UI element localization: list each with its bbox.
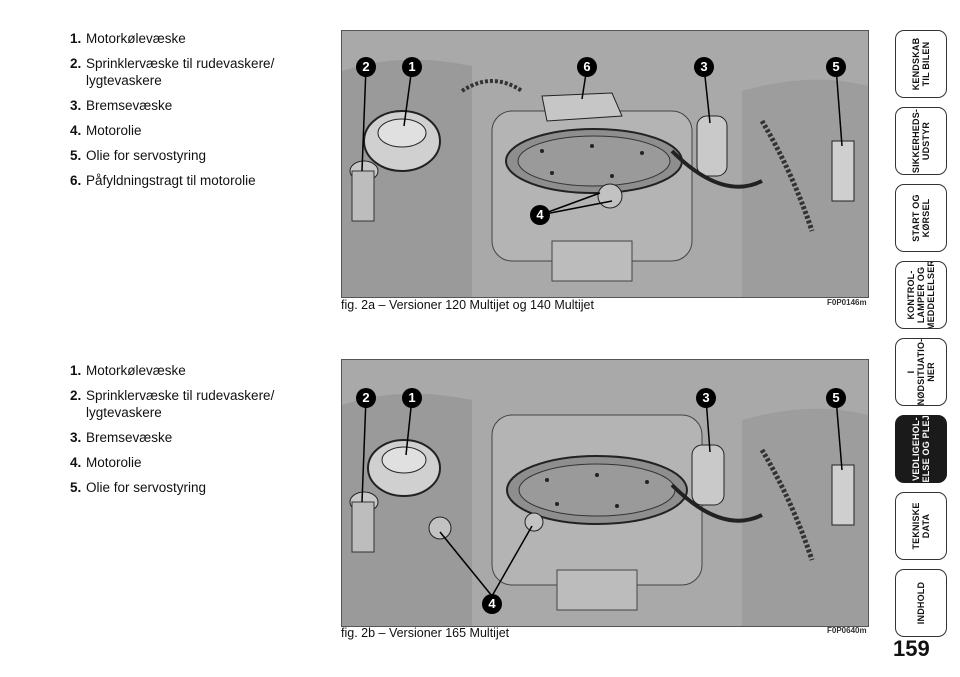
legend-item: 2.Sprinklervæske til rudevaskere/ lygtev… bbox=[70, 56, 275, 88]
callout-marker: 4 bbox=[482, 594, 502, 614]
legend-fig-2a: 1.Motorkølevæske 2.Sprinklervæske til ru… bbox=[70, 30, 310, 197]
legend-item: 1.Motorkølevæske bbox=[70, 31, 186, 46]
callout-marker: 3 bbox=[694, 57, 714, 77]
legend-item: 2.Sprinklervæske til rudevaskere/ lygtev… bbox=[70, 388, 275, 420]
legend-fig-2b: 1.Motorkølevæske 2.Sprinklervæske til ru… bbox=[70, 362, 310, 504]
figure-code-2a: F0P0146m bbox=[827, 298, 867, 307]
legend-item: 4.Motorolie bbox=[70, 455, 142, 470]
tab-sikkerhedsudstyr[interactable]: SIKKERHEDS- UDSTYR bbox=[895, 107, 947, 175]
tab-nodsituationer[interactable]: I NØDSITUATIO- NER bbox=[895, 338, 947, 406]
tab-tekniske-data[interactable]: TEKNISKE DATA bbox=[895, 492, 947, 560]
page-number: 159 bbox=[893, 636, 930, 661]
legend-item: 3.Bremsevæske bbox=[70, 430, 173, 445]
tab-kontrollamper[interactable]: KONTROL- LAMPER OG MEDDELELSER bbox=[895, 261, 947, 329]
engine-bay-figure-2b: 2 1 3 5 4 bbox=[341, 359, 869, 627]
engine-bay-figure-2a: 2 1 6 3 5 4 bbox=[341, 30, 869, 298]
callout-marker: 5 bbox=[826, 57, 846, 77]
legend-item: 5.Olie for servostyring bbox=[70, 148, 207, 163]
callout-marker: 3 bbox=[696, 388, 716, 408]
figure-caption-2a: fig. 2a – Versioner 120 Multijet og 140 … bbox=[341, 298, 594, 312]
legend-item: 6.Påfyldningstragt til motorolie bbox=[70, 173, 256, 188]
callout-marker: 2 bbox=[356, 57, 376, 77]
callout-marker: 1 bbox=[402, 388, 422, 408]
tab-vedligeholdelse[interactable]: VEDLIGEHOL- DELSE OG PLEJE bbox=[895, 415, 947, 483]
engine-bay-illustration bbox=[342, 31, 868, 297]
callout-marker: 4 bbox=[530, 205, 550, 225]
callout-marker: 2 bbox=[356, 388, 376, 408]
legend-item: 4.Motorolie bbox=[70, 123, 142, 138]
callout-marker: 5 bbox=[826, 388, 846, 408]
engine-bay-illustration bbox=[342, 360, 868, 626]
tab-kendskab-til-bilen[interactable]: KENDSKAB TIL BILEN bbox=[895, 30, 947, 98]
figure-code-2b: F0P0640m bbox=[827, 626, 867, 635]
tab-start-og-korsel[interactable]: START OG KØRSEL bbox=[895, 184, 947, 252]
figure-caption-2b: fig. 2b – Versioner 165 Multijet bbox=[341, 626, 510, 640]
legend-item: 1.Motorkølevæske bbox=[70, 363, 186, 378]
callout-marker: 1 bbox=[402, 57, 422, 77]
legend-item: 5.Olie for servostyring bbox=[70, 480, 207, 495]
tab-indhold[interactable]: INDHOLD bbox=[895, 569, 947, 637]
legend-item: 3.Bremsevæske bbox=[70, 98, 173, 113]
callout-marker: 6 bbox=[577, 57, 597, 77]
